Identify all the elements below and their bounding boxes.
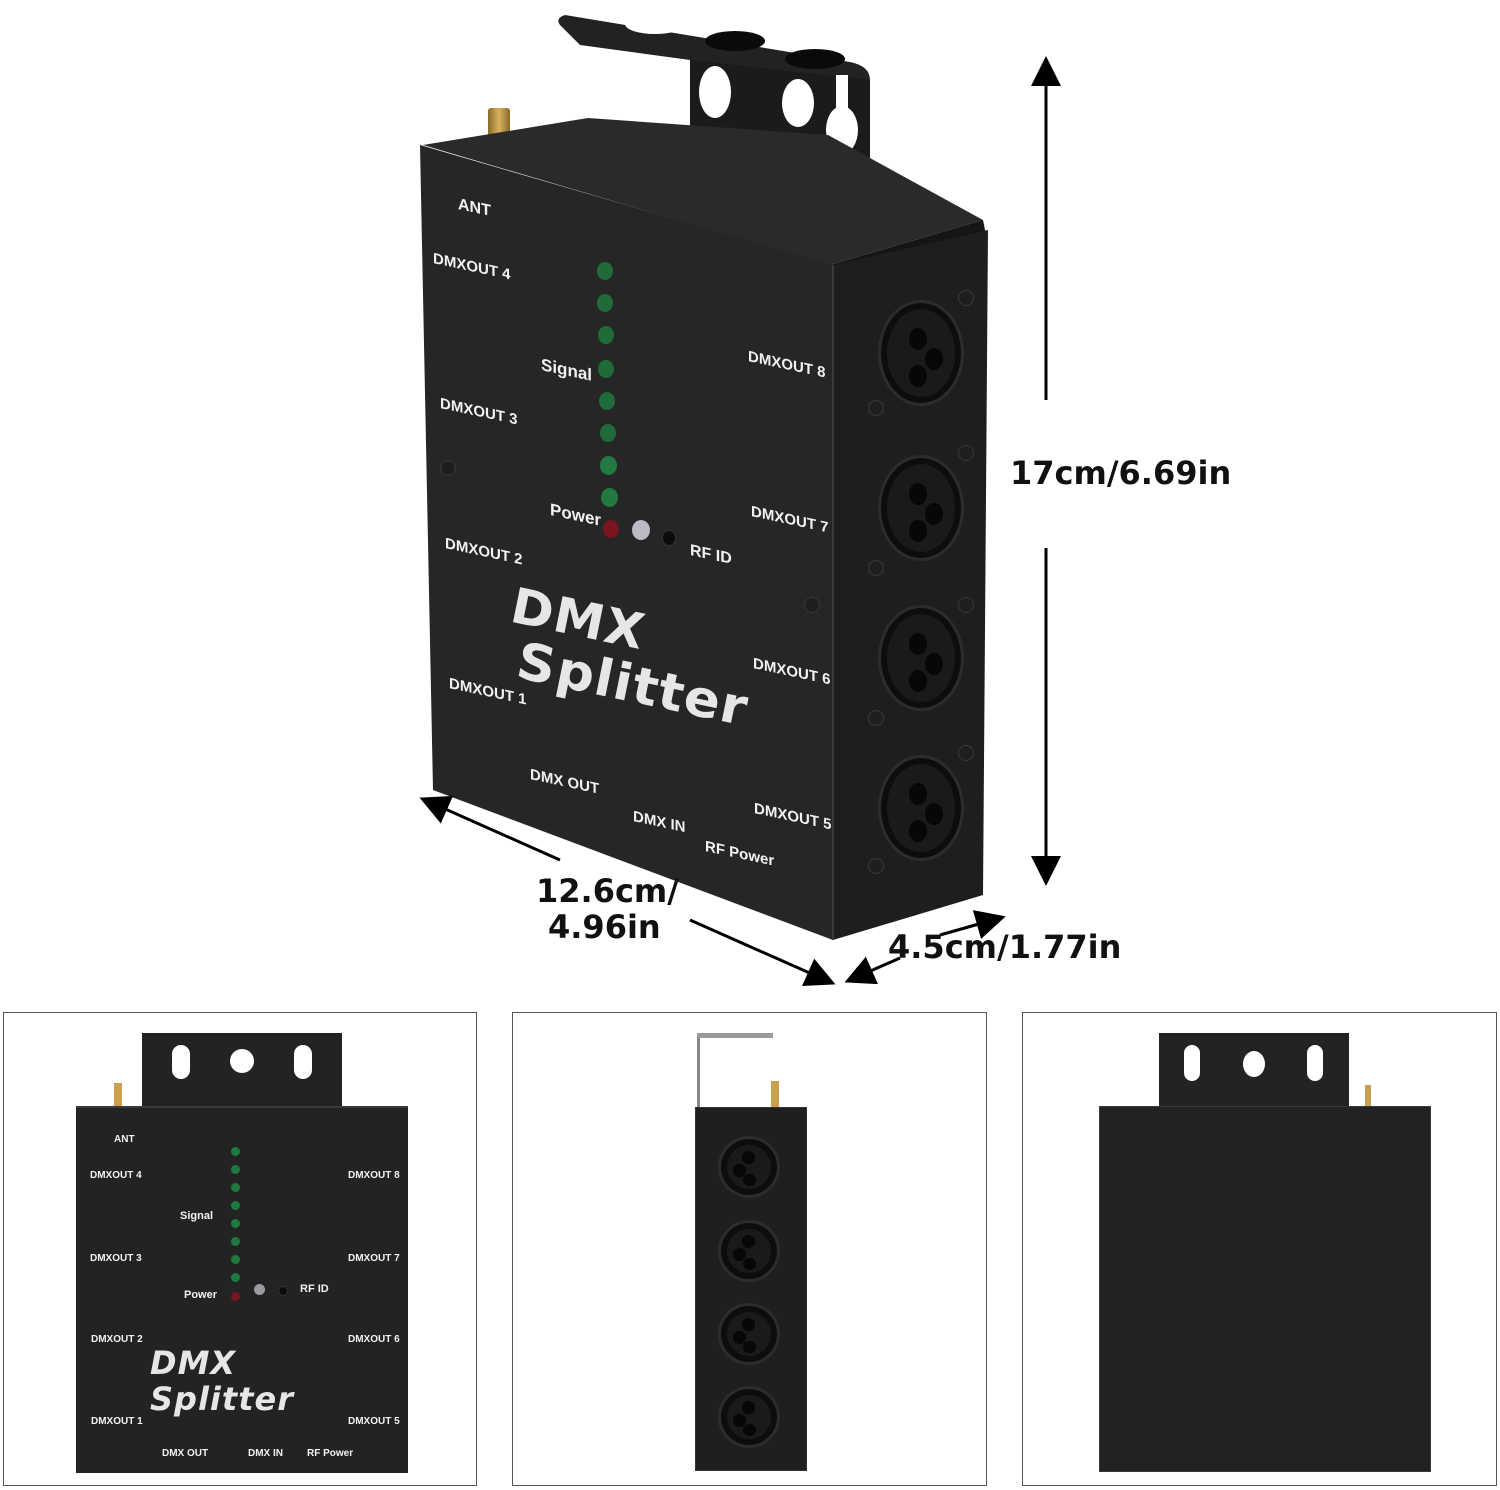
label-signal: Signal [180, 1210, 214, 1222]
dimension-arrows [419, 56, 1061, 986]
signal-led-icon [231, 1273, 240, 1282]
dimension-height: 17cm/6.69in [1010, 454, 1232, 492]
mounting-bracket [697, 1033, 700, 1107]
label-dmxout-1: DMXOUT 1 [91, 1416, 143, 1427]
xlr-connector[interactable] [718, 1220, 780, 1282]
signal-led-icon [597, 262, 613, 280]
signal-led-icon [231, 1201, 240, 1210]
signal-led-icon [600, 424, 616, 442]
label-dmx-in: DMX IN [248, 1448, 283, 1459]
dimension-width-line1: 12.6cm/ [536, 872, 679, 910]
signal-led-icon [231, 1183, 240, 1192]
screw-icon [958, 745, 974, 761]
power-led-icon [231, 1292, 240, 1301]
antenna-connector-icon [114, 1083, 122, 1107]
label-dmxout-3: DMXOUT 3 [90, 1253, 142, 1264]
label-rfid: RF ID [300, 1283, 329, 1295]
antenna-connector-icon [771, 1081, 779, 1107]
signal-led-icon [231, 1165, 240, 1174]
front-view-panel: ANT DMXOUT 4 DMXOUT 3 DMXOUT 2 DMXOUT 1 … [3, 1012, 477, 1486]
xlr-connector[interactable] [718, 1136, 780, 1198]
product-title-line2: Splitter [150, 1380, 294, 1418]
antenna-connector-icon [1365, 1085, 1371, 1107]
screw-icon [958, 445, 974, 461]
housing-front [420, 145, 833, 940]
screw-icon [868, 858, 884, 874]
signal-led-icon [598, 360, 614, 378]
mounting-bracket-top [697, 1033, 773, 1038]
screw-icon [804, 597, 820, 613]
label-dmxout-2: DMXOUT 2 [91, 1334, 143, 1345]
power-led-icon [603, 520, 619, 538]
label-ant: ANT [114, 1134, 135, 1145]
rfid-button[interactable] [278, 1286, 288, 1296]
dimension-depth: 4.5cm/1.77in [888, 928, 1122, 966]
rfid-button[interactable] [662, 530, 676, 546]
screw-icon [868, 400, 884, 416]
signal-led-icon [597, 294, 613, 312]
xlr-connector[interactable] [718, 1303, 780, 1365]
main-product-view: ANT DMXOUT 4 DMXOUT 3 DMXOUT 2 DMXOUT 1 … [419, 14, 1232, 986]
xlr-connector-dmxout-8[interactable] [878, 300, 964, 406]
signal-led-icon [231, 1255, 240, 1264]
rfid-led-icon [254, 1284, 265, 1295]
signal-led-icon [231, 1147, 240, 1156]
housing-side [695, 1107, 807, 1471]
housing-back [1099, 1106, 1431, 1472]
mounting-bracket [142, 1033, 342, 1109]
screw-icon [868, 710, 884, 726]
label-dmxout-8: DMXOUT 8 [348, 1170, 400, 1181]
label-dmxout-6: DMXOUT 6 [348, 1334, 400, 1345]
label-dmxout-7: DMXOUT 7 [348, 1253, 400, 1264]
screw-icon [440, 460, 456, 476]
back-view-panel [1022, 1012, 1497, 1486]
xlr-connector[interactable] [718, 1386, 780, 1448]
mounting-bracket [1159, 1033, 1349, 1109]
screw-icon [958, 290, 974, 306]
signal-led-icon [601, 488, 618, 507]
screw-icon [868, 560, 884, 576]
label-rf-power: RF Power [307, 1448, 354, 1459]
signal-led-icon [231, 1219, 240, 1228]
screw-icon [958, 597, 974, 613]
label-power: Power [184, 1289, 218, 1301]
signal-led-icon [599, 392, 615, 410]
signal-led-icon [600, 456, 617, 475]
label-dmxout-5: DMXOUT 5 [348, 1416, 400, 1427]
product-title-line1: DMX [150, 1344, 237, 1382]
label-dmxout-4: DMXOUT 4 [90, 1170, 142, 1181]
signal-led-icon [231, 1237, 240, 1246]
label-dmx-out: DMX OUT [162, 1448, 209, 1459]
signal-led-icon [598, 326, 614, 344]
xlr-connector-dmxout-6[interactable] [878, 605, 964, 711]
xlr-connector-dmxout-7[interactable] [878, 455, 964, 561]
rfid-led-icon [632, 520, 650, 540]
dimension-width-line2: 4.96in [548, 908, 661, 946]
side-view-panel [512, 1012, 987, 1486]
housing-front: ANT DMXOUT 4 DMXOUT 3 DMXOUT 2 DMXOUT 1 … [76, 1106, 408, 1473]
xlr-connector-dmxout-5[interactable] [878, 755, 964, 861]
